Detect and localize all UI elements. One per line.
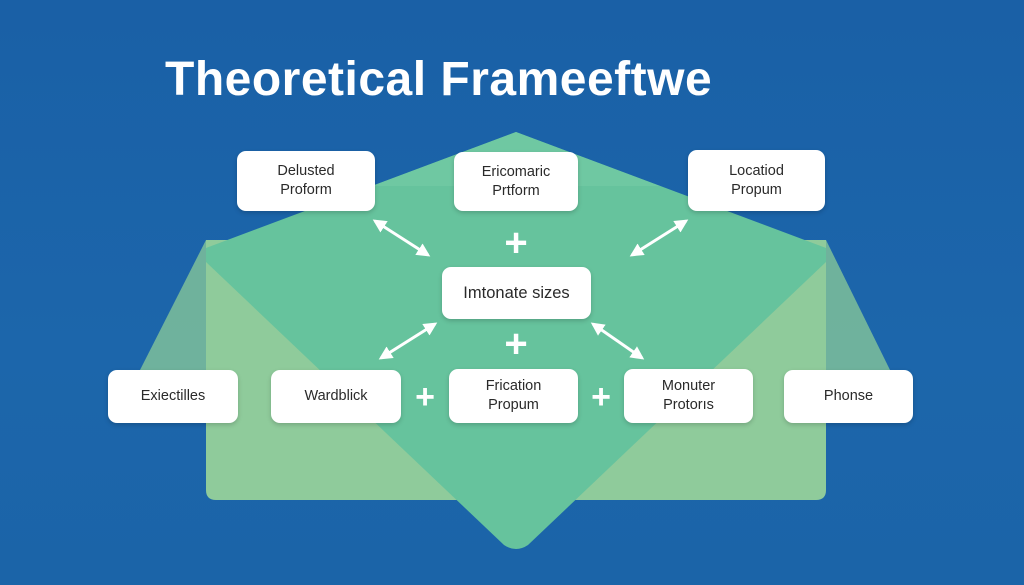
node-top-left[interactable]: Delusted Proform xyxy=(237,151,375,211)
node-top-right[interactable]: Locatiod Propum xyxy=(688,150,825,211)
node-top-left-line2: Proform xyxy=(280,182,332,198)
node-row-4-line2: Protorıs xyxy=(663,397,714,413)
node-top-right-line1: Locatiod xyxy=(729,162,784,179)
node-row-2[interactable]: Wardblick xyxy=(271,370,401,423)
node-row-4[interactable]: Monuter Protorıs xyxy=(624,369,753,423)
node-center[interactable]: Imtonate sizes xyxy=(442,267,591,319)
node-row-3[interactable]: Frication Propum xyxy=(449,369,578,423)
node-top-center-line2: Prtform xyxy=(492,182,540,199)
node-row-4-line1: Monuter xyxy=(661,378,716,394)
node-row-3-line2: Propum xyxy=(488,397,539,413)
node-row-1[interactable]: Exiectilles xyxy=(108,370,238,423)
envelope-right-flap xyxy=(826,240,890,370)
node-row-5-label: Phonse xyxy=(823,388,874,404)
node-row-1-label: Exiectilles xyxy=(140,388,206,404)
node-top-right-line2: Propum xyxy=(731,181,782,198)
node-top-center-line1: Ericomaric xyxy=(481,163,551,180)
diagram-title: Theoretical Frameeftwe xyxy=(165,53,713,106)
node-center-label: Imtonate sizes xyxy=(463,283,570,302)
node-row-3-line1: Frication xyxy=(485,378,542,394)
node-row-2-label: Wardblick xyxy=(304,388,368,404)
node-top-left-line1: Delusted xyxy=(277,163,335,179)
node-row-5[interactable]: Phonse xyxy=(784,370,913,423)
node-top-center[interactable]: Ericomaric Prtform xyxy=(454,152,578,211)
envelope-left-flap xyxy=(140,240,206,370)
